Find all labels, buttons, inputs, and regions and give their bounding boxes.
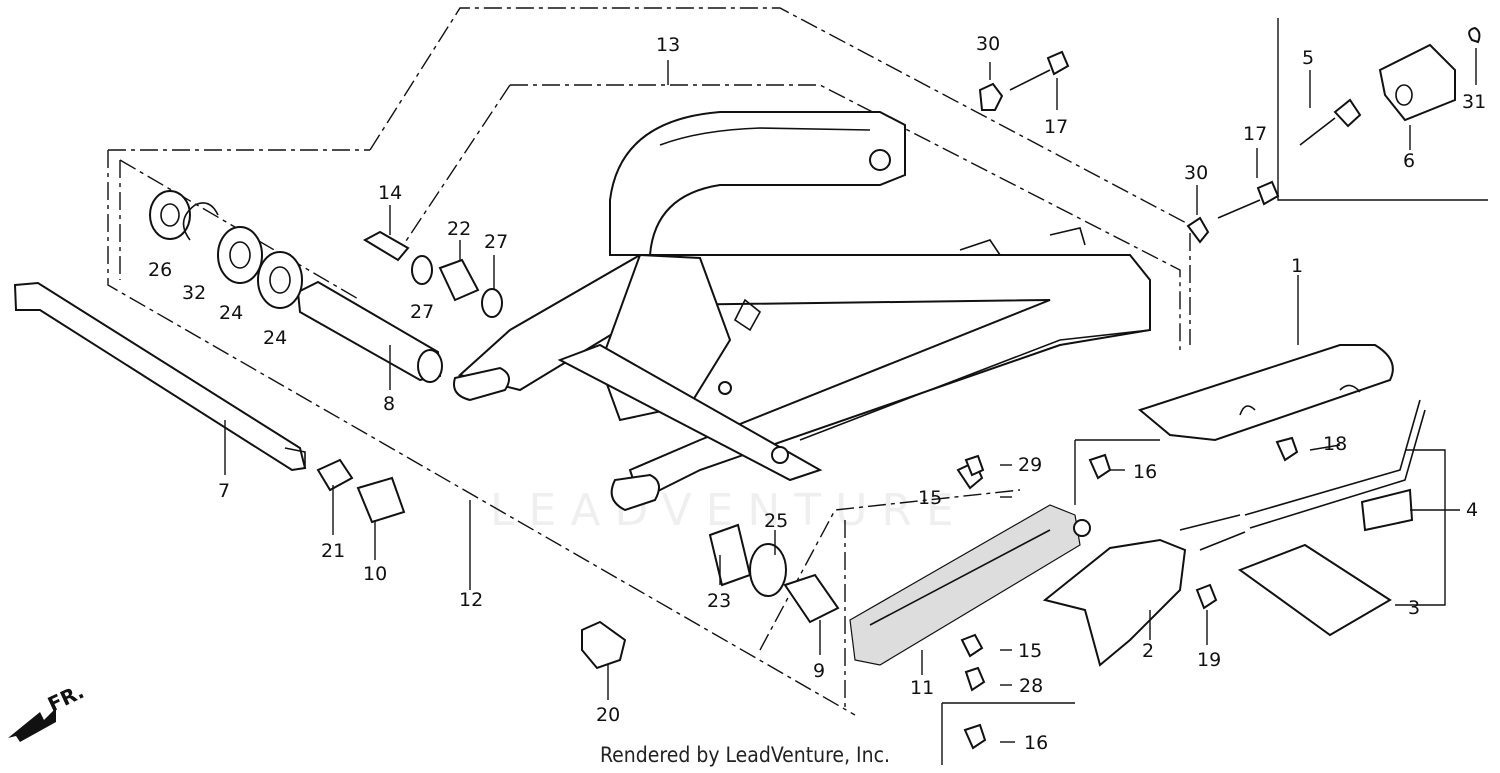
bolt-17b bbox=[1256, 180, 1280, 206]
snap-ring bbox=[182, 202, 219, 241]
callout-17b: 17 bbox=[1243, 123, 1267, 145]
callout-15a: 15 bbox=[918, 487, 942, 509]
callout-15b: 15 bbox=[1018, 640, 1042, 662]
callout-16a: 16 bbox=[1133, 461, 1157, 483]
bolt-18 bbox=[1275, 436, 1299, 462]
bolt-16a bbox=[1088, 453, 1112, 480]
callout-23: 23 bbox=[707, 590, 731, 612]
callout-3: 3 bbox=[1408, 597, 1420, 619]
leader-lines bbox=[224, 48, 1477, 743]
callout-18: 18 bbox=[1323, 433, 1347, 455]
bolt-29 bbox=[964, 454, 985, 477]
callout-28: 28 bbox=[1019, 675, 1043, 697]
callout-6: 6 bbox=[1403, 150, 1415, 172]
dust-cap bbox=[356, 476, 406, 524]
callout-29: 29 bbox=[1018, 454, 1042, 476]
bolt-28 bbox=[964, 666, 986, 692]
callout-32: 32 bbox=[182, 282, 206, 304]
oil-seal bbox=[149, 190, 191, 240]
pivot-parts bbox=[13, 190, 840, 670]
chain-case bbox=[1137, 344, 1394, 442]
callout-2: 2 bbox=[1142, 640, 1154, 662]
callout-9: 9 bbox=[813, 660, 825, 682]
flange-nut bbox=[581, 620, 627, 670]
bolt-16b bbox=[963, 723, 987, 750]
collar-b bbox=[783, 573, 840, 624]
callout-20: 20 bbox=[596, 704, 620, 726]
callout-17a: 17 bbox=[1044, 116, 1068, 138]
callout-12: 12 bbox=[459, 589, 483, 611]
chain-guide bbox=[1042, 538, 1187, 667]
callout-26: 26 bbox=[148, 259, 172, 281]
seal-b bbox=[749, 543, 787, 597]
washer-a bbox=[411, 255, 433, 285]
callout-30a: 30 bbox=[976, 33, 1000, 55]
callout-7: 7 bbox=[218, 480, 230, 502]
direction-label: FR. bbox=[44, 679, 88, 716]
chain-adjuster bbox=[1378, 43, 1456, 122]
callout-4: 4 bbox=[1466, 499, 1478, 521]
callout-13: 13 bbox=[656, 34, 680, 56]
pivot-collar bbox=[296, 280, 443, 383]
swingarm-frame bbox=[453, 111, 1151, 512]
chain-area bbox=[956, 344, 1426, 750]
callout-8: 8 bbox=[383, 393, 395, 415]
callout-22: 22 bbox=[447, 218, 471, 240]
grommet-15b bbox=[960, 633, 984, 658]
callout-24a: 24 bbox=[219, 302, 243, 324]
chain-slider bbox=[849, 504, 1081, 666]
callout-21: 21 bbox=[321, 540, 345, 562]
callout-16b: 16 bbox=[1024, 732, 1048, 754]
drive-chain bbox=[1179, 399, 1426, 551]
footer-credit: Rendered by LeadVenture, Inc. bbox=[600, 743, 890, 767]
pin bbox=[362, 230, 410, 262]
callout-1: 1 bbox=[1291, 255, 1303, 277]
front-direction-arrow: FR. bbox=[8, 679, 88, 742]
callout-31: 31 bbox=[1462, 91, 1486, 113]
callout-10: 10 bbox=[363, 563, 387, 585]
watermark-text: LEADVENTURE bbox=[490, 485, 968, 536]
assembly-outlines bbox=[107, 7, 1488, 765]
callout-5: 5 bbox=[1302, 47, 1314, 69]
bolt-17a bbox=[1046, 50, 1070, 76]
chain-label bbox=[1360, 488, 1414, 532]
adjusting-nut bbox=[316, 458, 354, 492]
bearing-b bbox=[257, 251, 303, 309]
clip-31 bbox=[1468, 26, 1481, 44]
pivot-shaft bbox=[13, 281, 307, 472]
callout-27a: 27 bbox=[410, 301, 434, 323]
nut-30b bbox=[1186, 216, 1210, 244]
callout-25: 25 bbox=[764, 510, 788, 532]
adjust-bolt bbox=[1333, 98, 1362, 128]
bushing bbox=[438, 258, 480, 302]
bolt-19 bbox=[1195, 583, 1218, 610]
callout-24b: 24 bbox=[263, 327, 287, 349]
callout-19: 19 bbox=[1197, 649, 1221, 671]
callout-30b: 30 bbox=[1184, 162, 1208, 184]
master-link-box bbox=[1237, 543, 1392, 637]
callout-11: 11 bbox=[910, 677, 934, 699]
bearing-a bbox=[217, 226, 263, 284]
washer-b bbox=[481, 288, 503, 318]
callout-numbers: 1 2 3 4 5 6 7 8 9 10 11 12 13 14 15 15 1… bbox=[148, 33, 1486, 754]
nut-30a bbox=[978, 82, 1004, 111]
hardware-top bbox=[978, 26, 1481, 244]
callout-14: 14 bbox=[378, 182, 402, 204]
callout-27b: 27 bbox=[484, 231, 508, 253]
